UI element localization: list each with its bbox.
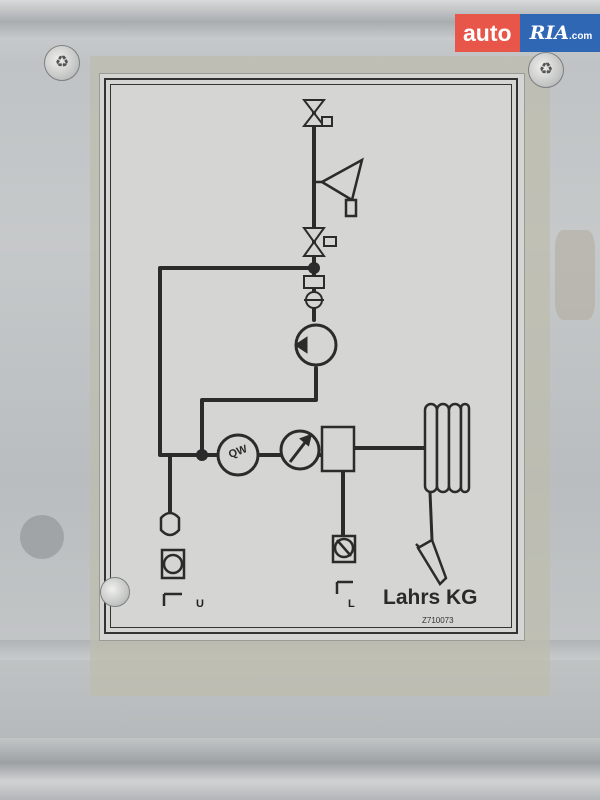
rivet-top-left: ♻ bbox=[44, 45, 80, 81]
part-code: Z710073 bbox=[422, 616, 454, 625]
hose-reel-symbol bbox=[423, 402, 471, 541]
valve-middle bbox=[302, 227, 337, 257]
port-label-l: L bbox=[348, 598, 355, 610]
watermark-ria-suffix: .com bbox=[568, 31, 593, 42]
check-valve bbox=[303, 275, 325, 309]
junction-dot-top bbox=[308, 262, 320, 274]
port-label-u: U bbox=[196, 598, 204, 610]
pressure-gauge-symbol bbox=[279, 429, 321, 471]
watermark-logo: auto RIA.com bbox=[455, 14, 600, 52]
watermark-ria: RIA.com bbox=[519, 14, 600, 52]
valve-top bbox=[301, 99, 333, 127]
brand-name: Lahrs KG bbox=[383, 586, 478, 609]
watermark-ria-text: RIA bbox=[529, 22, 569, 44]
surface-stain bbox=[20, 515, 64, 559]
metal-rail-bottom bbox=[0, 738, 600, 800]
rivet-top-right: ♻ bbox=[528, 52, 564, 88]
return-line-left bbox=[158, 266, 316, 457]
placard-inner-border bbox=[110, 84, 512, 628]
nozzle-symbol bbox=[314, 157, 364, 218]
filter-u bbox=[159, 511, 186, 606]
rivet-bottom-left bbox=[100, 577, 130, 607]
filter-l bbox=[331, 534, 357, 594]
junction-dot-left bbox=[196, 449, 208, 461]
flow-meter-symbol bbox=[216, 433, 260, 477]
surface-stain bbox=[555, 230, 595, 320]
watermark-auto: auto bbox=[455, 14, 520, 52]
spray-gun-symbol bbox=[415, 538, 448, 587]
pump-line bbox=[200, 366, 318, 457]
control-block bbox=[320, 425, 356, 473]
pump-symbol bbox=[294, 323, 338, 367]
placard-outer-border bbox=[104, 78, 518, 634]
